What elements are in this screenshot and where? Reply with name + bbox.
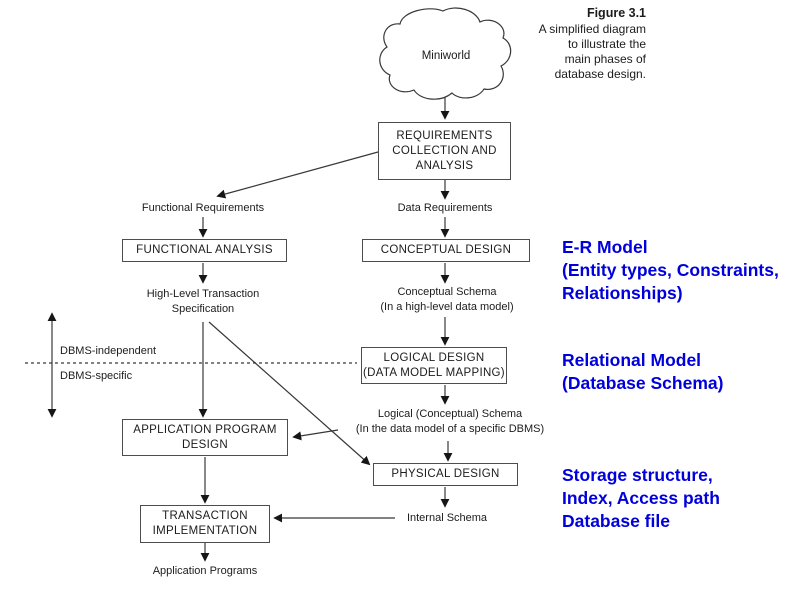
application-program-design-box: APPLICATION PROGRAM DESIGN	[122, 419, 288, 456]
relational-model-annotation: Relational Model (Database Schema)	[562, 350, 724, 393]
logical-schema-label: Logical (Conceptual) Schema (In the data…	[355, 408, 545, 435]
figure-caption: Figure 3.1 A simplified diagram to illus…	[538, 6, 646, 81]
transaction-implementation-box: TRANSACTION IMPLEMENTATION	[140, 505, 270, 543]
dbms-independent-label: DBMS-independent	[60, 345, 157, 357]
arrow-specification-to-physical-design	[208, 321, 371, 466]
storage-annotation: Storage structure, Index, Access path Da…	[562, 465, 720, 531]
requirements-collection-box: REQUIREMENTS COLLECTION AND ANALYSIS	[378, 122, 511, 180]
physical-design-box: PHYSICAL DESIGN	[373, 463, 518, 486]
application-programs-label: Application Programs	[152, 565, 258, 577]
arrow-logical-schema-to-application-program-design	[292, 429, 339, 441]
data-requirements-label: Data Requirements	[397, 202, 493, 214]
arrow-requirements-to-functional-requirements	[216, 151, 379, 199]
figure-caption-title: Figure 3.1	[586, 6, 646, 20]
functional-analysis-box: FUNCTIONAL ANALYSIS	[122, 239, 287, 262]
miniworld-label: Miniworld	[421, 50, 471, 62]
functional-requirements-label: Functional Requirements	[141, 202, 265, 214]
high-level-transaction-label: High-Level Transaction Specification	[146, 288, 260, 315]
er-model-annotation: E-R Model (Entity types, Constraints, Re…	[562, 237, 779, 303]
internal-schema-label: Internal Schema	[406, 512, 488, 524]
miniworld-cloud-shape	[379, 7, 512, 100]
conceptual-design-box: CONCEPTUAL DESIGN	[362, 239, 530, 262]
logical-design-box: LOGICAL DESIGN (DATA MODEL MAPPING)	[361, 347, 507, 384]
dbms-specific-label: DBMS-specific	[60, 370, 133, 382]
conceptual-schema-label: Conceptual Schema (In a high-level data …	[380, 286, 514, 313]
